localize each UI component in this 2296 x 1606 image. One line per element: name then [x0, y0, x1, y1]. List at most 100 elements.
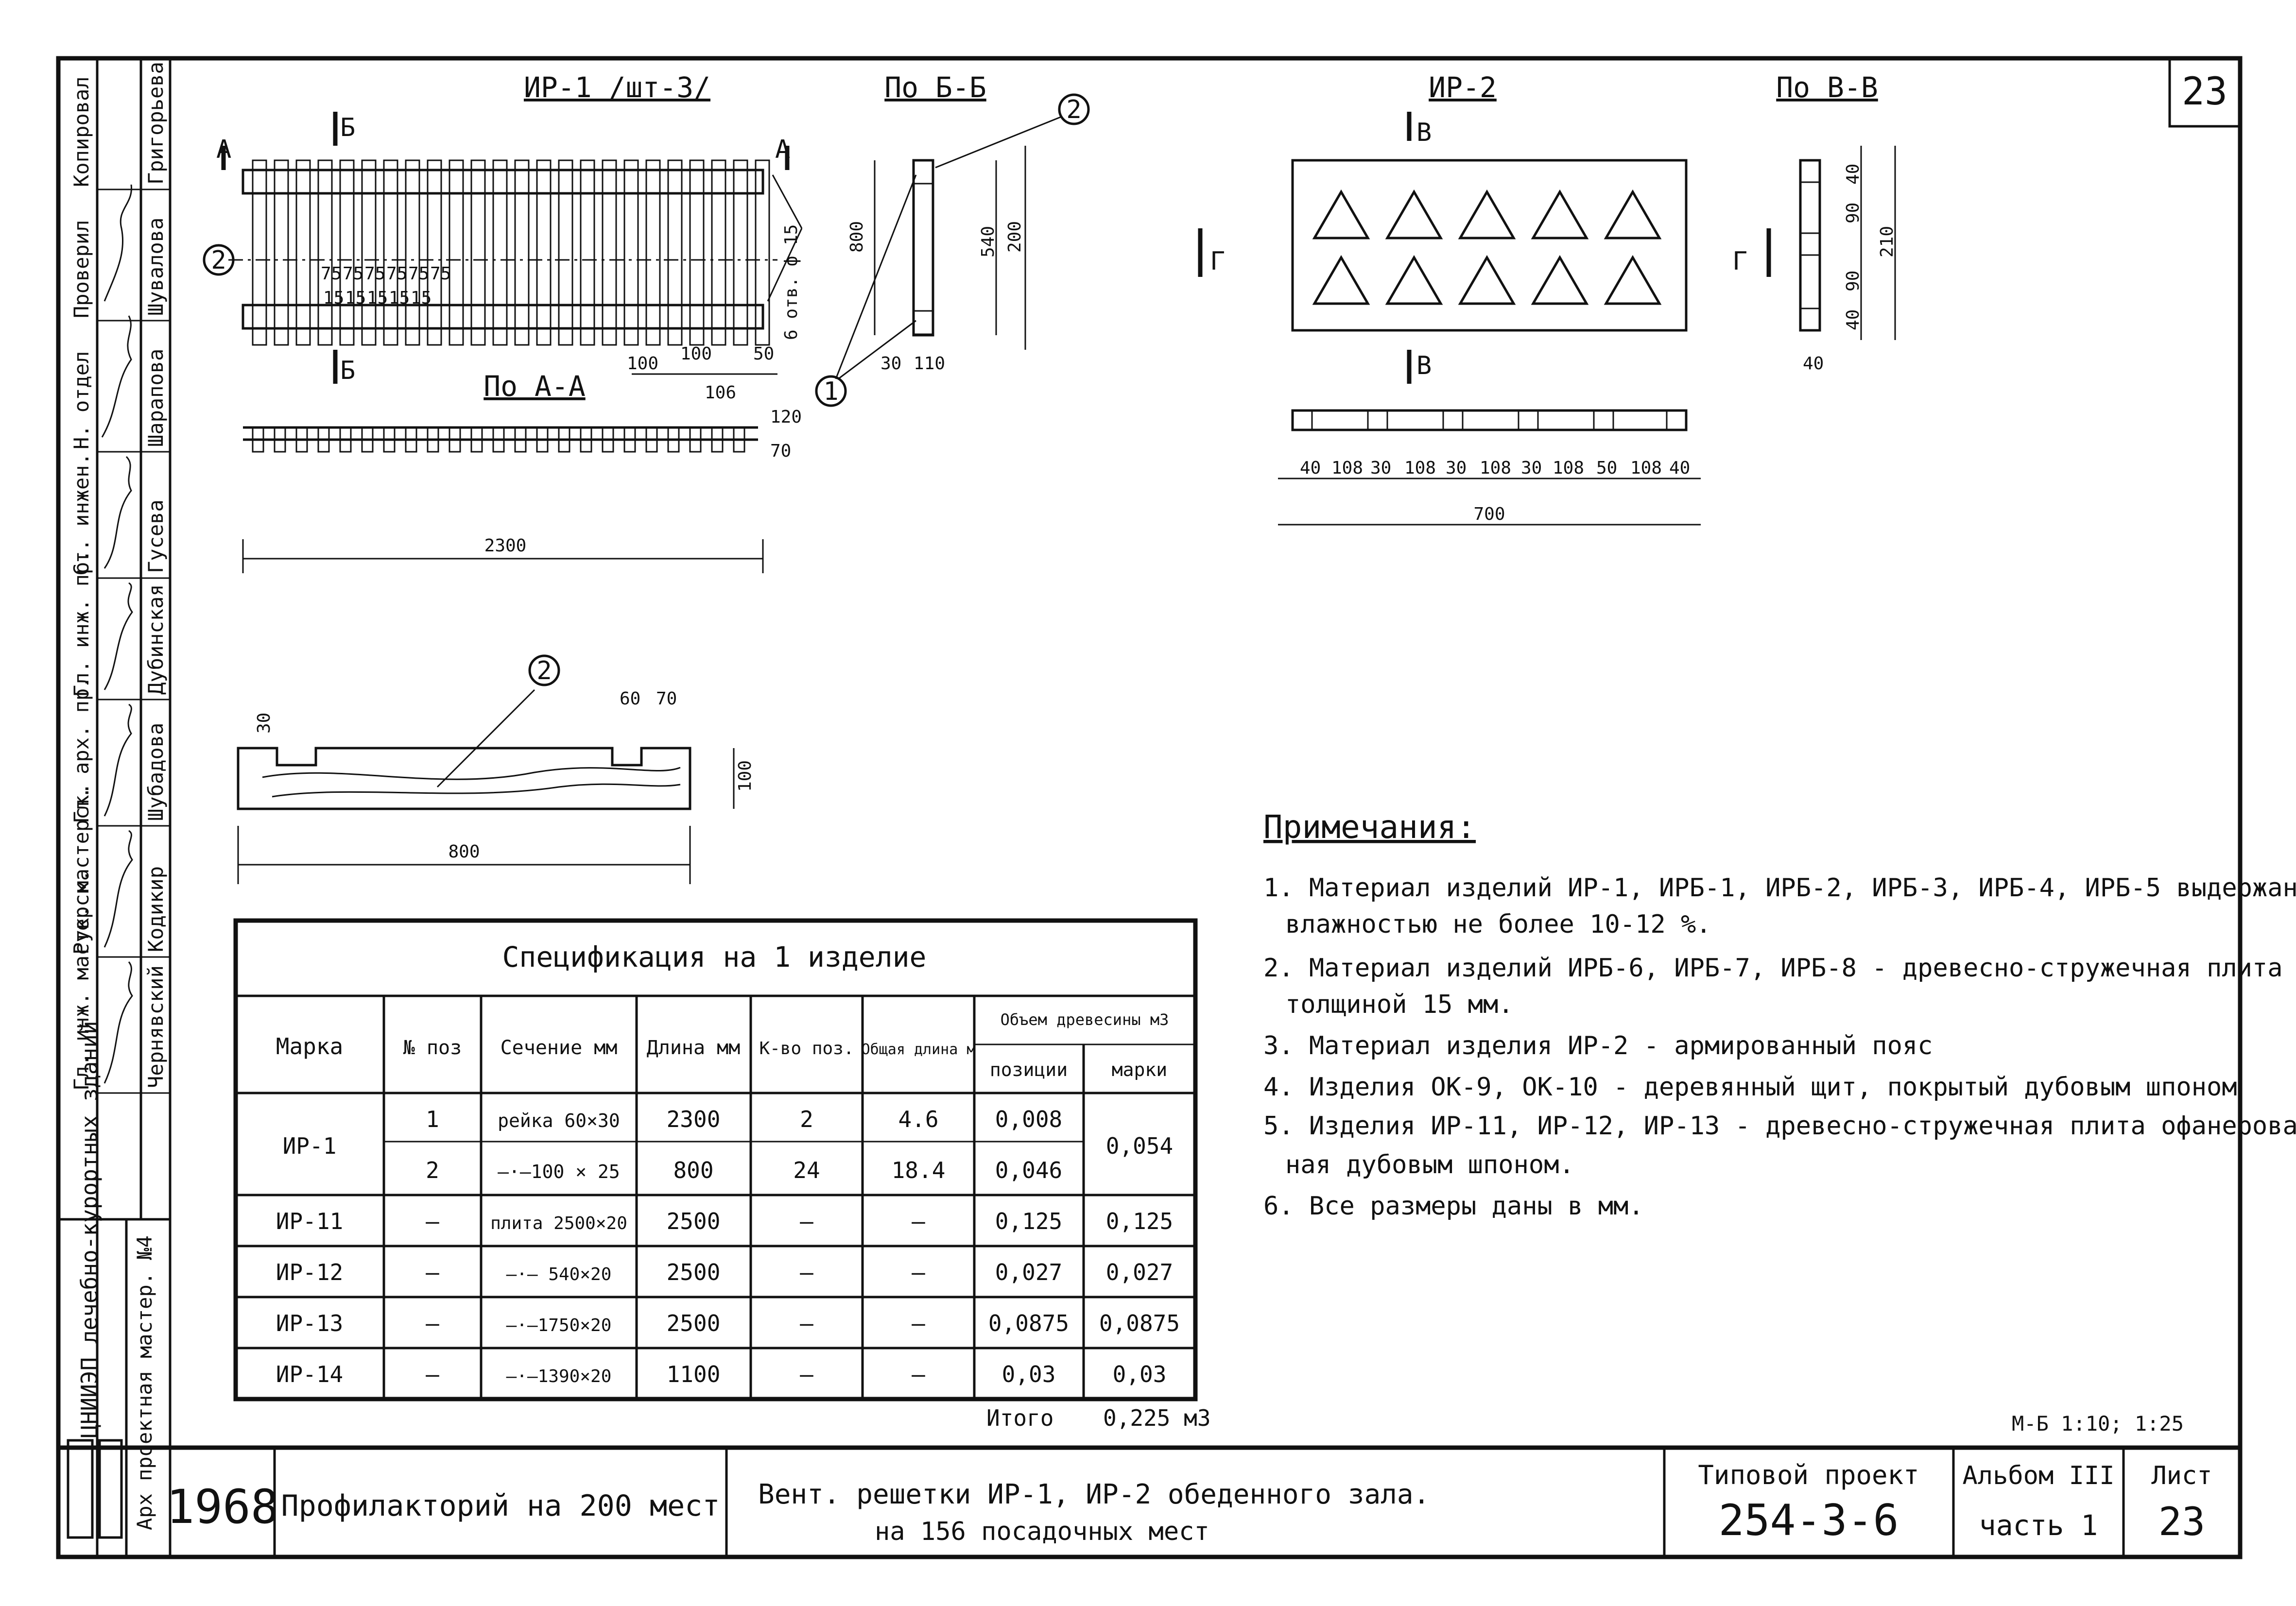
table-row: ИР-1 1 рейка 60×30 2300 2 4.6 0,008 0,05… — [283, 1106, 1174, 1159]
note-line-7: 5. Изделия ИР-11, ИР-12, ИР-13 - древесн… — [1263, 1111, 2296, 1141]
bb-dim-110: 110 — [914, 354, 945, 374]
org-logo — [67, 1439, 123, 1539]
svg-text:—: — — [912, 1310, 925, 1336]
svg-text:2: 2 — [800, 1106, 813, 1132]
note-line-6: 4. Изделия ОК-9, ОК-10 - деревянный щит,… — [1263, 1073, 2237, 1102]
project-number: 254-3-6 — [1719, 1495, 1899, 1545]
svg-text:0,125: 0,125 — [1106, 1208, 1173, 1234]
note-line-4: толщиной 15 мм. — [1285, 990, 1514, 1019]
svg-text:—: — — [426, 1310, 439, 1336]
dim-50: 50 — [753, 344, 774, 364]
album-part: часть 1 — [1979, 1509, 2098, 1542]
svg-text:0,046: 0,046 — [995, 1157, 1062, 1183]
svg-text:2500: 2500 — [667, 1208, 721, 1234]
dim-106: 106 — [705, 383, 736, 403]
svg-text:—: — — [800, 1208, 813, 1234]
bb-dim-600: 800 — [847, 221, 867, 253]
spec-title: Спецификация на 1 изделие — [502, 940, 927, 974]
th-length: Длина мм — [647, 1037, 741, 1059]
th-volume: Объем древесины м3 — [1001, 1010, 1169, 1029]
table-row: ИР-13 — —·—1750×20 2500 — — 0,0875 0,087… — [276, 1310, 1180, 1336]
svg-text:0,027: 0,027 — [995, 1259, 1062, 1285]
board-dim-70: 70 — [656, 689, 677, 709]
sheet-number: 23 — [2158, 1499, 2205, 1544]
svg-text:—·— 540×20: —·— 540×20 — [506, 1264, 612, 1284]
board-detail — [237, 689, 691, 810]
stamp-role-7: Рук. мастерск. — [69, 783, 93, 955]
year: 1968 — [166, 1480, 278, 1534]
cut-v-bottom: В — [1416, 351, 1432, 380]
board-dim-60: 60 — [620, 689, 640, 709]
sheet-label: Лист — [2151, 1461, 2212, 1490]
svg-text:—: — — [912, 1208, 925, 1234]
stamp-role-8: Гл. инж. мастерск. — [69, 870, 93, 1091]
scale-note: М-Б 1:10; 1:25 — [2012, 1412, 2184, 1435]
svg-text:4.6: 4.6 — [898, 1106, 938, 1132]
cut-b-top: Б — [340, 113, 355, 142]
svg-text:0,125: 0,125 — [995, 1208, 1062, 1234]
svg-text:75: 75 — [364, 264, 385, 284]
strip-dim-30c: 30 — [1521, 458, 1542, 478]
th-total-len: Общая длина м — [862, 1041, 976, 1058]
strip-dim-108d: 108 — [1553, 458, 1584, 478]
svg-text:18.4: 18.4 — [892, 1157, 946, 1183]
page-number-box — [2168, 57, 2242, 128]
svg-text:2500: 2500 — [667, 1310, 721, 1336]
svg-text:2: 2 — [426, 1157, 439, 1183]
stamp-role-1: Копировал — [69, 76, 93, 187]
section-bb — [874, 146, 1026, 350]
stamp-role-3: Н. отдел — [69, 351, 93, 449]
svg-text:75: 75 — [386, 264, 407, 284]
callout-2-plan-label: 2 — [211, 246, 226, 275]
svg-text:—: — — [800, 1310, 813, 1336]
strip-dim-40b: 40 — [1669, 458, 1690, 478]
cut-a-left: А — [216, 135, 231, 164]
th-section: Сечение мм — [501, 1037, 618, 1059]
callout-2-board-label: 2 — [536, 656, 552, 685]
stamp-name-7: Кодикир — [144, 866, 168, 952]
strip-dim-50: 50 — [1596, 458, 1617, 478]
ir1-plan — [221, 112, 790, 384]
workshop-name: Арх проектная мастер. №4 — [133, 1235, 156, 1530]
cut-g-left: Г — [1210, 247, 1225, 276]
table-row: ИР-11 — плита 2500×20 2500 — — 0,125 0,1… — [276, 1208, 1173, 1234]
stamp-name-4: Гусева — [144, 499, 168, 573]
svg-text:—: — — [426, 1208, 439, 1234]
strip-dim-30b: 30 — [1446, 458, 1467, 478]
svg-text:75: 75 — [408, 264, 429, 284]
callout-2-section-label: 2 — [1066, 95, 1081, 124]
table-row: ИР-14 — —·—1390×20 1100 — — 0,03 0,03 — [276, 1361, 1167, 1387]
stamp-name-6: Шубадова — [144, 723, 168, 821]
stamp-name-8: Чернявский — [144, 965, 168, 1088]
th-pos: № поз — [403, 1037, 462, 1059]
vv-dim-40a: 40 — [1843, 164, 1863, 185]
svg-text:плита 2500×20: плита 2500×20 — [490, 1213, 627, 1233]
vv-dim-90a: 90 — [1843, 203, 1863, 223]
callout-2-plan — [203, 244, 235, 276]
strip-dim-108b: 108 — [1404, 458, 1436, 478]
th-mark: Марка — [276, 1033, 343, 1059]
vv-dim-40c: 40 — [1803, 354, 1824, 374]
note-line-3: 2. Материал изделий ИРБ-6, ИРБ-7, ИРБ-8 … — [1263, 954, 2283, 983]
stamp-name-1: Григорьева — [144, 62, 168, 185]
svg-text:—·—100 × 25: —·—100 × 25 — [498, 1161, 620, 1182]
callout-1-leaders — [835, 174, 917, 380]
ir2-strip — [1278, 409, 1701, 526]
callout-2-board — [528, 654, 560, 686]
section-vv — [1799, 146, 1896, 340]
svg-text:0,027: 0,027 — [1106, 1259, 1173, 1285]
note-line-5: 3. Материал изделия ИР-2 - армированный … — [1263, 1031, 1933, 1060]
strip-dim-40a: 40 — [1300, 458, 1321, 478]
bolt-note: 6 отв. ф 15 — [781, 224, 801, 340]
project-label: Типовой проект — [1698, 1460, 1919, 1490]
stamp-name-2: Шувалова — [144, 218, 168, 316]
svg-text:ИР-11: ИР-11 — [276, 1208, 343, 1234]
stamp-column — [58, 58, 172, 1557]
vv-dim-40b: 40 — [1843, 309, 1863, 330]
signatures — [101, 184, 133, 1084]
notes-heading: Примечания: — [1263, 808, 1476, 846]
cut-a-right: А — [775, 135, 790, 164]
bb-dim-30: 30 — [880, 354, 901, 374]
svg-text:0,054: 0,054 — [1106, 1133, 1173, 1159]
album-label: Альбом III — [1962, 1461, 2114, 1490]
